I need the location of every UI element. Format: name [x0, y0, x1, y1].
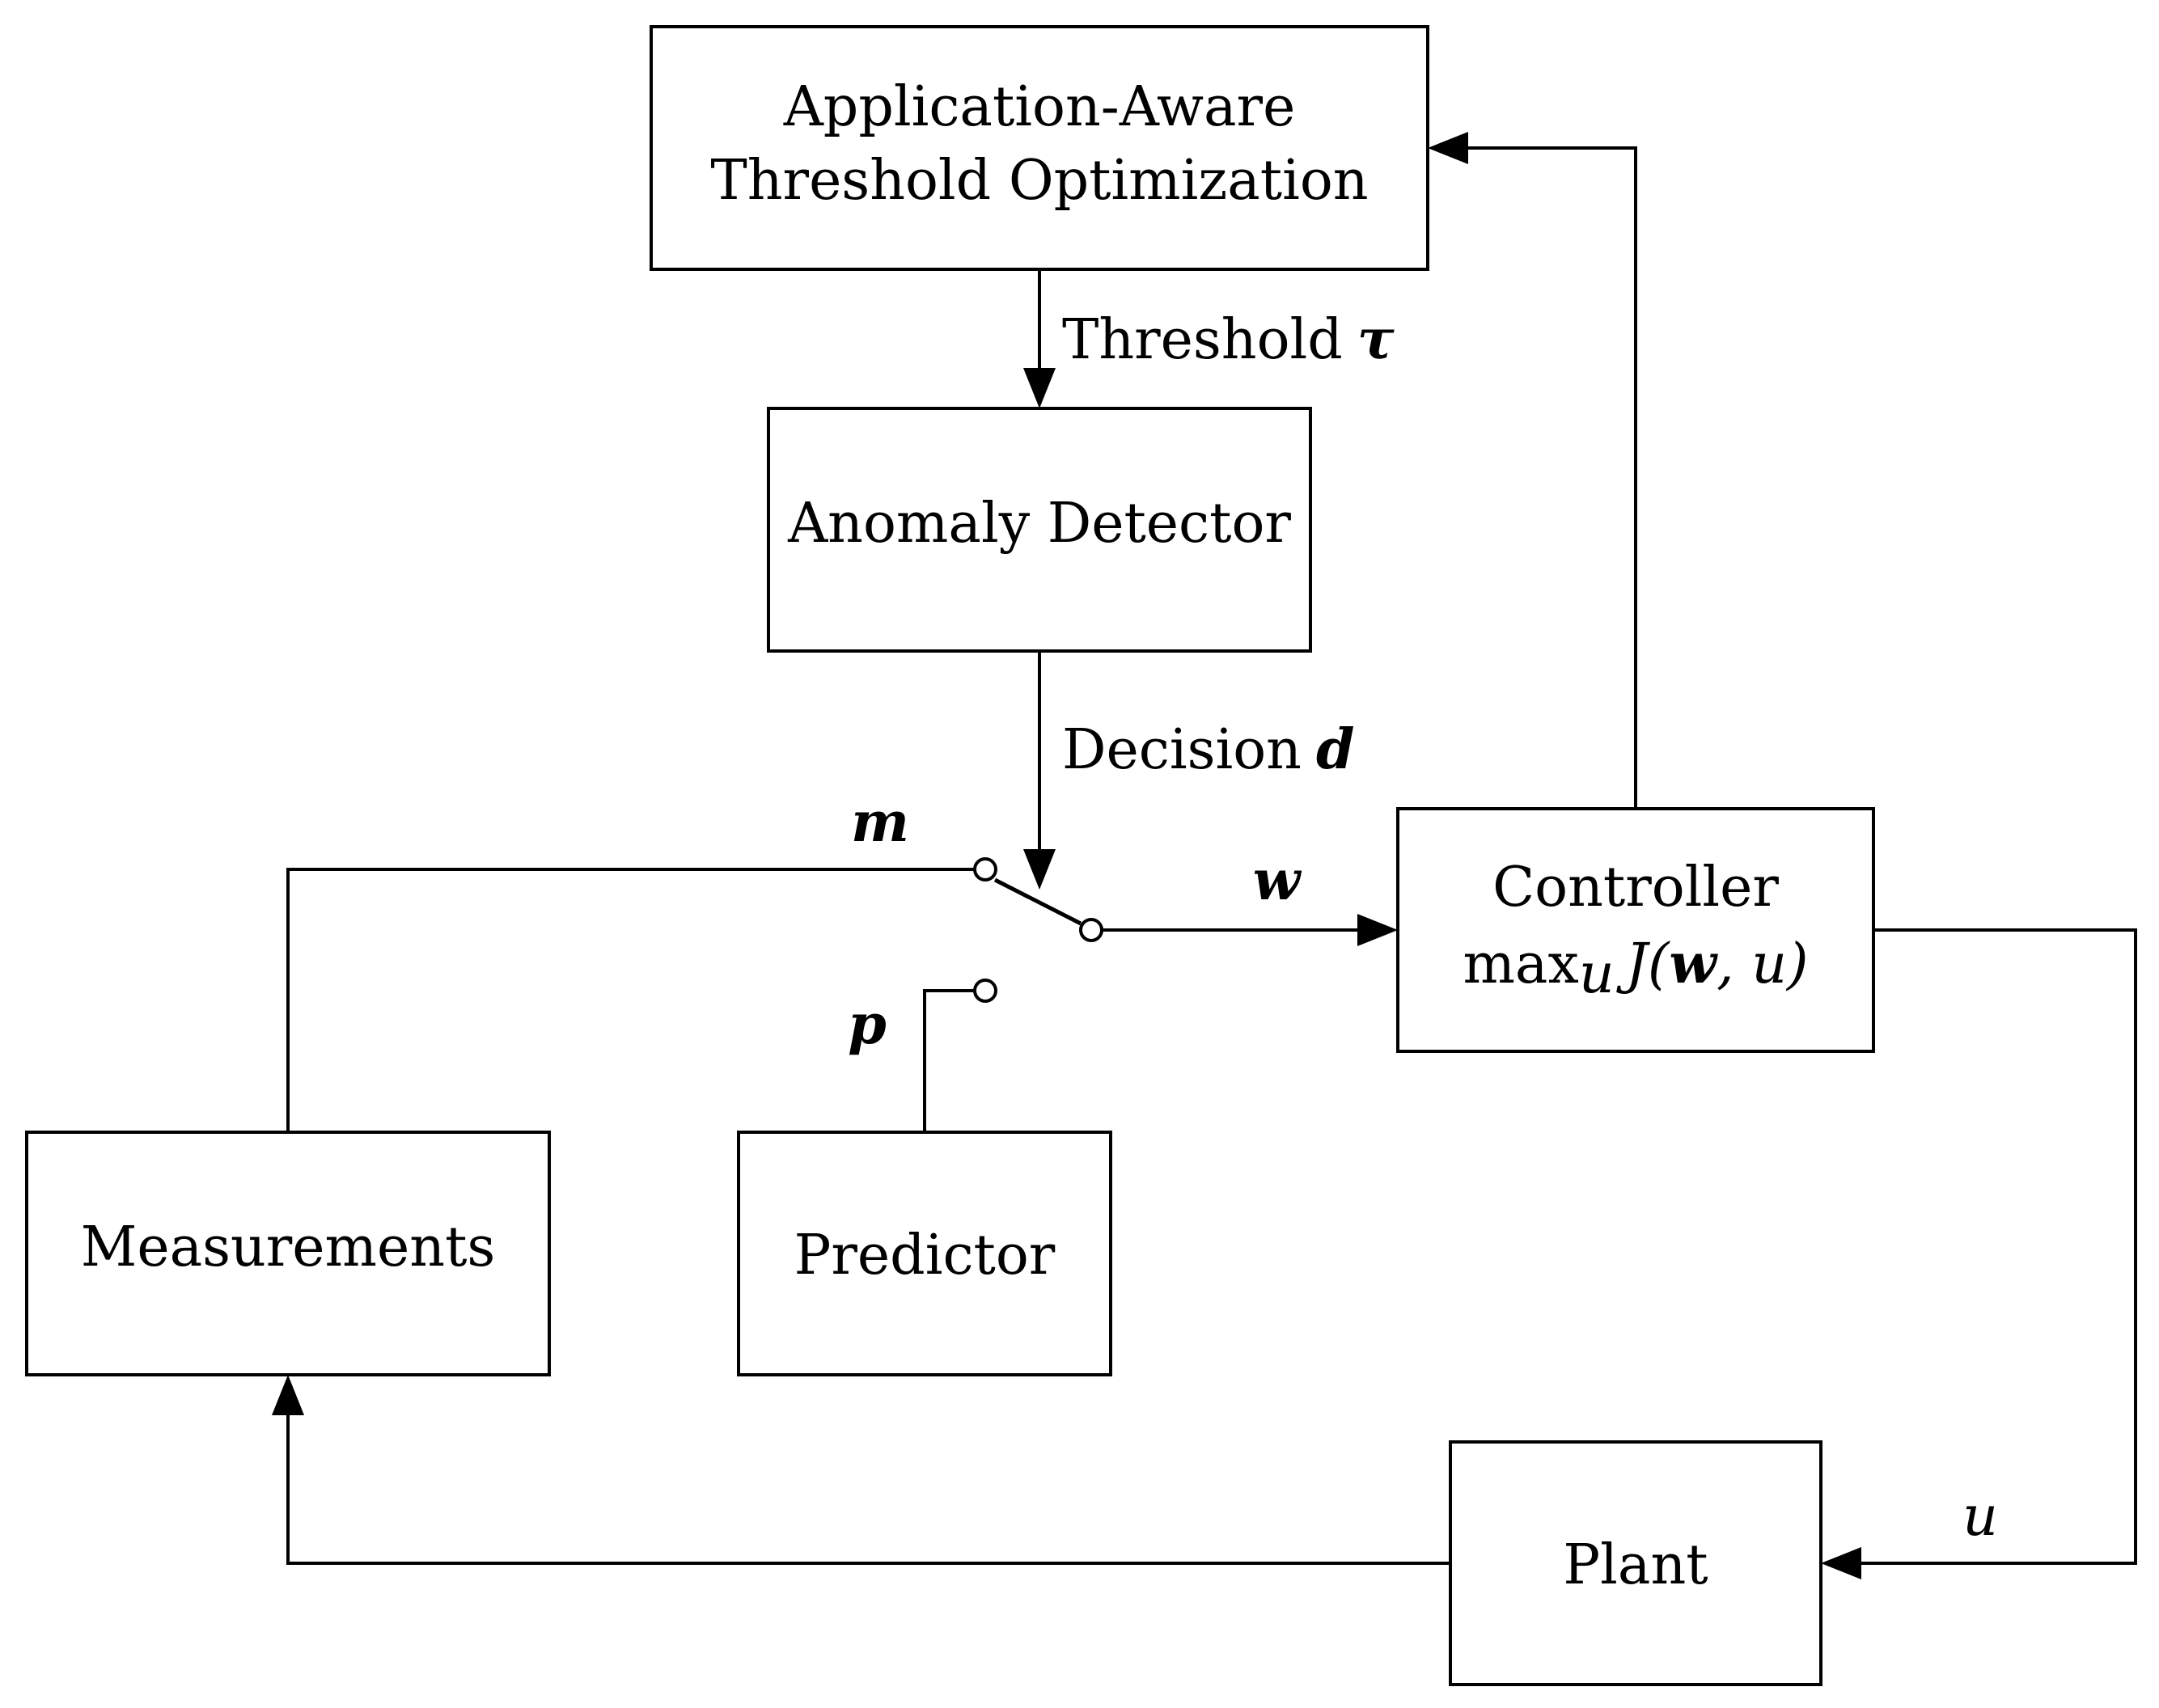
switch-output-label: w	[1253, 848, 1302, 913]
measurements-block: Measurements	[25, 1131, 551, 1376]
control-input-wire	[1860, 928, 2137, 1565]
switch-output-arrowhead	[1357, 914, 1398, 946]
threshold-arrowhead	[1023, 368, 1056, 408]
predictor-label: Predictor	[794, 1224, 1056, 1287]
optimizer-label-line1: Application-Aware	[783, 75, 1296, 139]
switch-terminal-p	[973, 979, 997, 1003]
plant-label: Plant	[1563, 1533, 1708, 1597]
controller-label: Controller	[1492, 856, 1779, 920]
plant-output-arrowhead	[272, 1375, 304, 1415]
selector-switch	[973, 857, 1103, 1003]
measurement-label: m	[851, 790, 909, 855]
decision-arrowhead	[1023, 849, 1056, 890]
predictor-block: Predictor	[737, 1131, 1112, 1376]
optimizer-block: Application-Aware Threshold Optimization	[650, 25, 1429, 271]
feedback-wire	[1467, 146, 1637, 809]
switch-terminal-m	[973, 857, 997, 881]
plant-block: Plant	[1449, 1440, 1822, 1686]
plant-output-wire	[286, 1414, 1450, 1565]
feedback-arrowhead	[1428, 132, 1468, 164]
control-input-arrowhead	[1821, 1547, 1861, 1579]
anomaly-detector-label: Anomaly Detector	[787, 492, 1291, 556]
switch-lever	[993, 877, 1082, 926]
prediction-label: p	[848, 992, 887, 1057]
prediction-wire	[923, 989, 975, 1132]
anomaly-detector-block: Anomaly Detector	[767, 407, 1312, 653]
optimizer-label-line2: Threshold Optimization	[710, 149, 1368, 213]
measurements-label: Measurements	[81, 1215, 496, 1279]
control-input-label: u	[1962, 1485, 1998, 1549]
switch-terminal-output	[1079, 918, 1103, 942]
measurement-wire	[286, 868, 975, 1132]
